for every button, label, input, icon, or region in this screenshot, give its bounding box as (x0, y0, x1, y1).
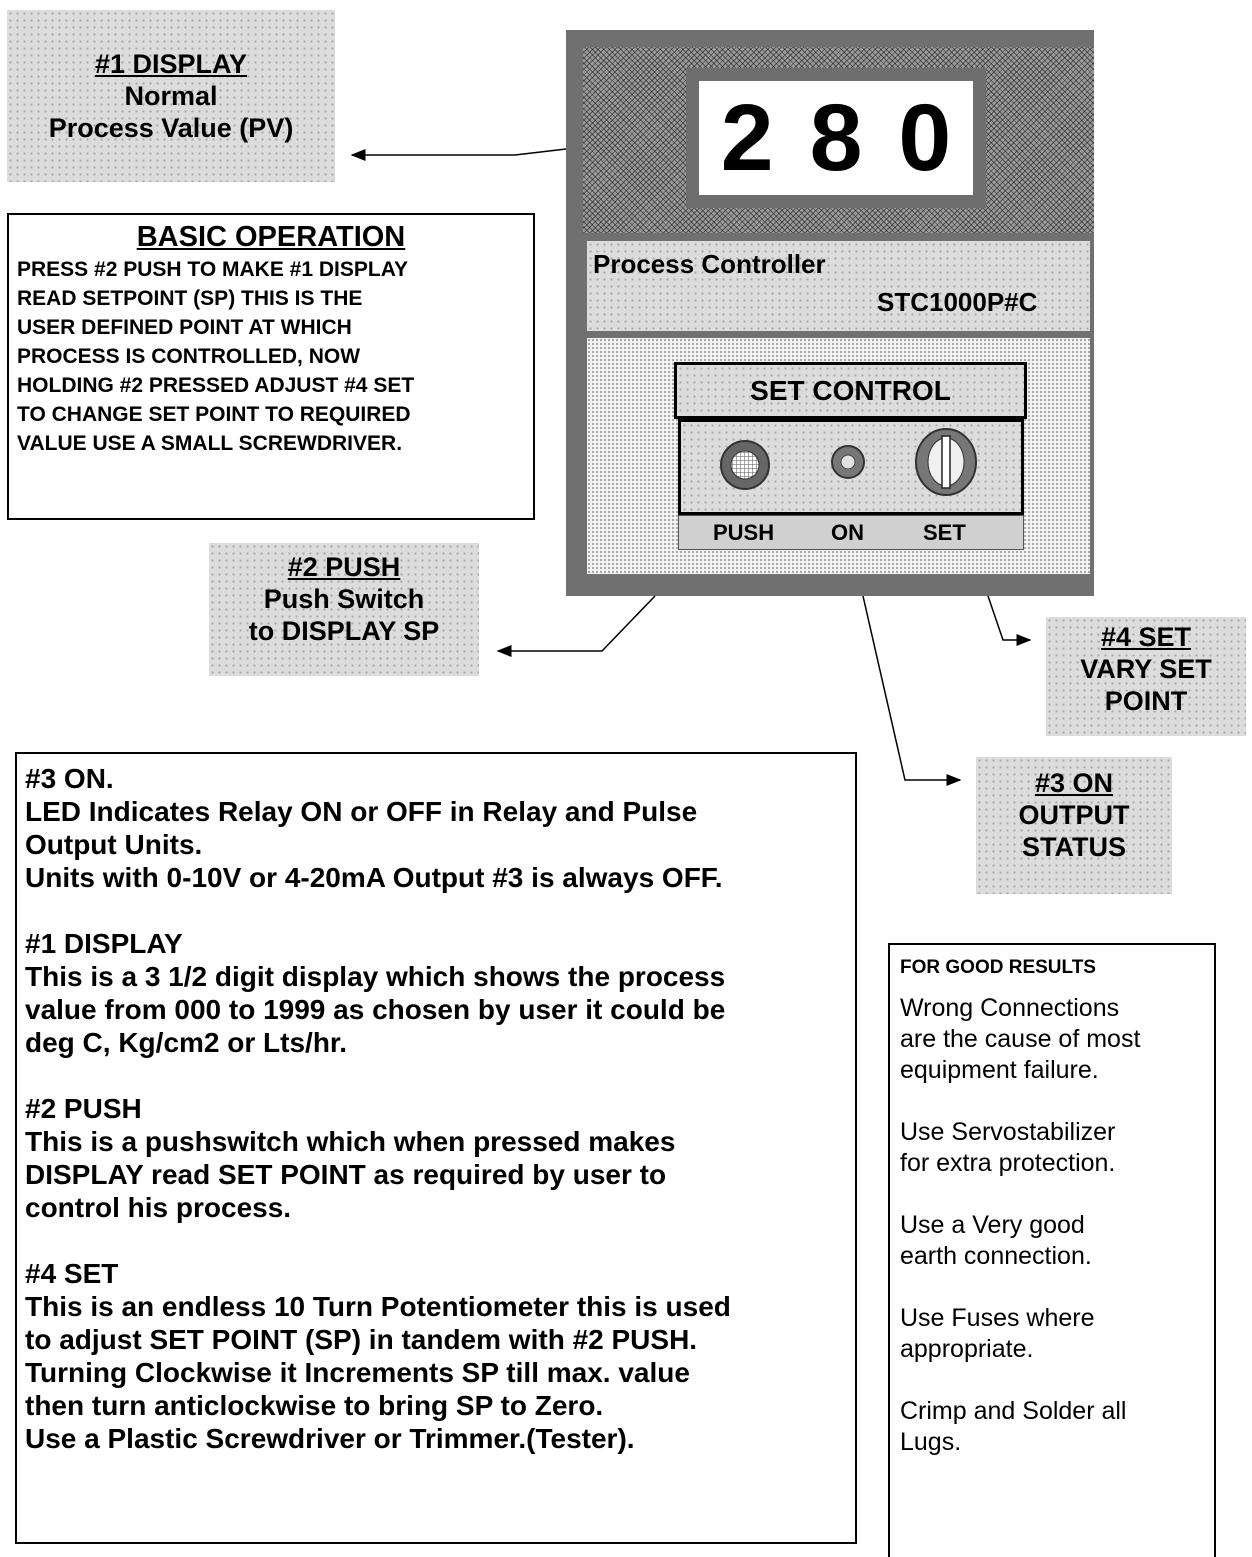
tip-item: Use Fuses where appropriate. (900, 1303, 1204, 1365)
section-line: value from 000 to 1999 as chosen by user… (25, 994, 726, 1025)
basic-line: VALUE USE A SMALL SCREWDRIVER. (17, 432, 403, 455)
section-line: Use a Plastic Screwdriver or Trimmer.(Te… (25, 1423, 635, 1454)
push-label-line1: Push Switch (263, 584, 425, 614)
set-label-title: #4 SET (1100, 622, 1192, 652)
digital-display: 2 8 0 (699, 81, 973, 195)
controller-model: STC1000P#C (877, 287, 1038, 317)
section-line: control his process. (25, 1192, 292, 1223)
basic-line: USER DEFINED POINT AT WHICH (17, 316, 352, 339)
push-callout-arrow (496, 595, 656, 657)
tip-line: earth connection. (900, 1242, 1092, 1270)
basic-operation-box: BASIC OPERATION PRESS #2 PUSH TO MAKE #1… (7, 213, 535, 520)
description-box: #3 ON. LED Indicates Relay ON or OFF in … (15, 752, 857, 1544)
controller-name-panel: Process Controller STC1000P#C (587, 241, 1090, 331)
basic-line: PROCESS IS CONTROLLED, NOW (17, 345, 361, 368)
push-label: #2 PUSH Push Switch to DISPLAY SP (209, 543, 479, 676)
display-label: #1 DISPLAY Normal Process Value (PV) (7, 10, 335, 182)
display-digit: 0 (898, 84, 952, 191)
display-label-title: #1 DISPLAY (94, 49, 248, 79)
display-label-line1: Normal (124, 81, 218, 111)
set-control-header: SET CONTROL (674, 362, 1027, 419)
basic-line: READ SETPOINT (SP) THIS IS THE (17, 287, 363, 310)
on-label: #3 ON OUTPUT STATUS (976, 757, 1172, 894)
display-digit: 8 (809, 84, 863, 191)
section-push: #2 PUSH This is a pushswitch which when … (25, 1092, 847, 1224)
controller-name: Process Controller (593, 249, 826, 279)
section-line: DISPLAY read SET POINT as required by us… (25, 1159, 667, 1190)
good-results-heading: FOR GOOD RESULTS (900, 957, 1096, 978)
led-indicator-icon (831, 445, 865, 479)
tip-line: Use a Very good (900, 1211, 1085, 1239)
section-line: This is a 3 1/2 digit display which show… (25, 961, 726, 992)
push-button-icon[interactable] (720, 440, 770, 490)
section-line: then turn anticlockwise to bring SP to Z… (25, 1390, 604, 1421)
on-callout-arrow (862, 595, 962, 786)
push-label-line2: to DISPLAY SP (248, 616, 440, 646)
tip-line: for extra protection. (900, 1149, 1116, 1177)
section-on: #3 ON. LED Indicates Relay ON or OFF in … (25, 762, 847, 894)
good-results-box: FOR GOOD RESULTS Wrong Connections are t… (888, 943, 1216, 1557)
basic-line: HOLDING #2 PRESSED ADJUST #4 SET (17, 374, 415, 397)
tip-line: Crimp and Solder all (900, 1397, 1127, 1425)
knob-label-set: SET (923, 520, 966, 545)
section-heading: #4 SET (25, 1258, 119, 1289)
basic-line: TO CHANGE SET POINT TO REQUIRED (17, 403, 411, 426)
tip-line: are the cause of most (900, 1025, 1141, 1053)
tip-item: Use a Very good earth connection. (900, 1210, 1204, 1272)
set-callout-arrow (987, 595, 1032, 646)
section-line: Turning Clockwise it Increments SP till … (25, 1357, 690, 1388)
tip-item: Wrong Connections are the cause of most … (900, 993, 1204, 1086)
tip-item: Use Servostabilizer for extra protection… (900, 1117, 1204, 1179)
basic-line: PRESS #2 PUSH TO MAKE #1 DISPLAY (17, 258, 408, 281)
knob-label-bar: PUSH ON SET (678, 515, 1024, 550)
set-label: #4 SET VARY SET POINT (1046, 617, 1246, 736)
tip-line: Lugs. (900, 1428, 962, 1456)
tip-item: Crimp and Solder all Lugs. (900, 1396, 1204, 1458)
section-line: Output Units. (25, 829, 203, 860)
tip-line: Wrong Connections (900, 994, 1120, 1022)
display-digit: 2 (720, 84, 774, 191)
section-line: This is a pushswitch which when pressed … (25, 1126, 676, 1157)
knob-label-on: ON (831, 520, 864, 545)
tip-line: Use Fuses where (900, 1304, 1095, 1332)
section-set: #4 SET This is an endless 10 Turn Potent… (25, 1257, 847, 1455)
section-heading: #3 ON. (25, 763, 114, 794)
section-heading: #2 PUSH (25, 1093, 142, 1124)
set-potentiometer-icon[interactable] (915, 428, 977, 496)
section-display: #1 DISPLAY This is a 3 1/2 digit display… (25, 927, 847, 1059)
section-line: to adjust SET POINT (SP) in tandem with … (25, 1324, 698, 1355)
display-label-line2: Process Value (PV) (48, 113, 294, 143)
tip-line: appropriate. (900, 1335, 1034, 1363)
set-label-line1: VARY SET (1080, 654, 1212, 684)
knob-label-push: PUSH (713, 520, 775, 545)
basic-operation-heading: BASIC OPERATION (136, 221, 406, 253)
on-label-title: #3 ON (1034, 768, 1114, 798)
push-label-title: #2 PUSH (287, 552, 401, 582)
on-label-line2: STATUS (1022, 832, 1126, 862)
section-line: This is an endless 10 Turn Potentiometer… (25, 1291, 731, 1322)
on-label-line1: OUTPUT (1018, 800, 1130, 830)
set-control-label: SET CONTROL (750, 374, 951, 406)
display-callout-arrow (350, 148, 567, 161)
section-heading: #1 DISPLAY (25, 928, 183, 959)
section-line: Units with 0-10V or 4-20mA Output #3 is … (25, 862, 723, 893)
section-line: LED Indicates Relay ON or OFF in Relay a… (25, 796, 698, 827)
basic-operation-text: PRESS #2 PUSH TO MAKE #1 DISPLAY READ SE… (17, 255, 525, 458)
section-line: deg C, Kg/cm2 or Lts/hr. (25, 1027, 348, 1058)
tip-line: Use Servostabilizer (900, 1118, 1116, 1146)
tip-line: equipment failure. (900, 1056, 1099, 1084)
set-label-line2: POINT (1104, 686, 1188, 716)
